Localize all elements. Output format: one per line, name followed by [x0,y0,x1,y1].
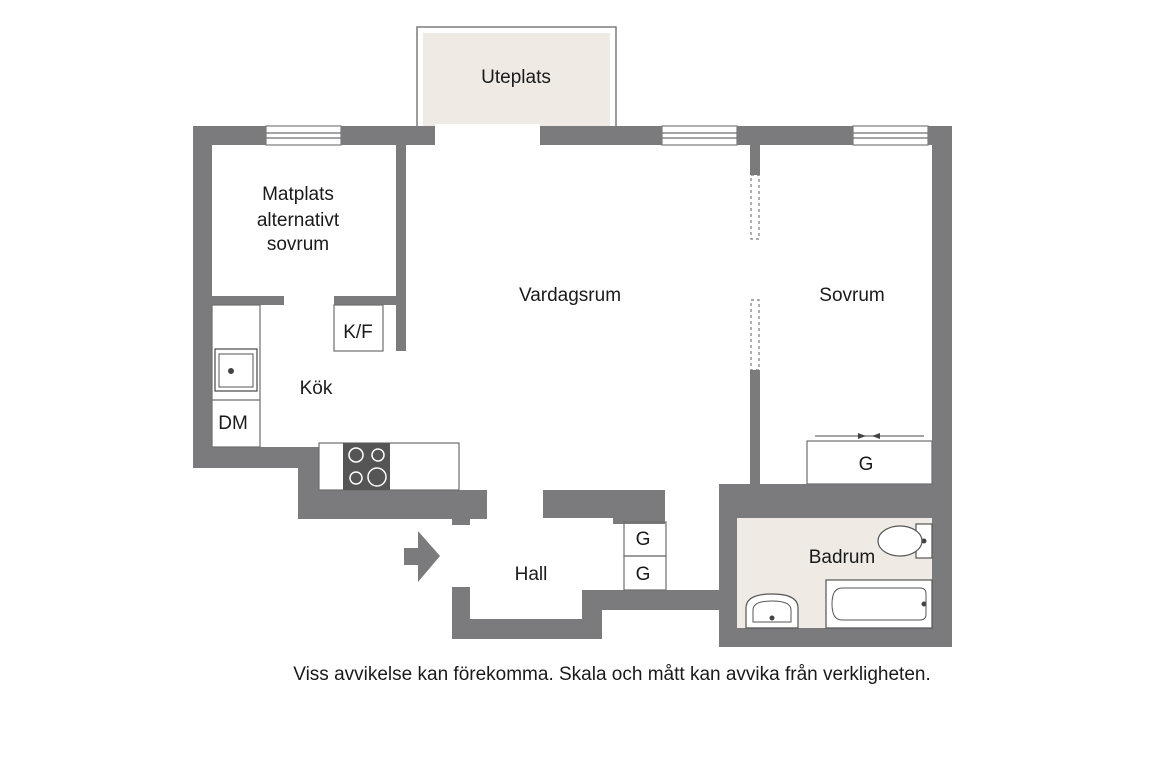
sliding-partition [750,174,760,371]
fridge-freezer [333,304,384,352]
walls [193,126,952,647]
label-matplats: Matplats [262,184,334,205]
label-matplats-sovrum: sovrum [267,234,329,255]
kitchen-fixtures [211,304,460,491]
wardrobes [623,433,933,591]
stove-icon [343,443,390,490]
bathroom-fixtures [745,523,933,629]
label-sovrum: Sovrum [819,285,884,306]
toilet-icon [877,523,933,559]
label-vardagsrum: Vardagsrum [519,285,621,306]
label-matplats-alt: alternativt [257,210,340,231]
label-g-hall-2: G [636,564,651,585]
bathtub-icon [825,579,933,629]
label-hall: Hall [515,564,548,585]
entrance-arrow-icon [404,531,440,582]
label-dm: DM [218,413,248,434]
label-kf: K/F [343,322,373,343]
openings [435,124,540,147]
disclaimer-text: Viss avvikelse kan förekomma. Skala och … [293,664,931,685]
label-g-hall-1: G [636,529,651,550]
label-uteplats: Uteplats [481,67,551,88]
balcony [416,26,617,129]
label-kok: Kök [300,378,333,399]
label-g-sovrum: G [859,454,874,475]
washbasin-icon [745,593,799,629]
sink-icon [214,348,258,392]
label-badrum: Badrum [809,547,876,568]
windows [265,125,929,146]
